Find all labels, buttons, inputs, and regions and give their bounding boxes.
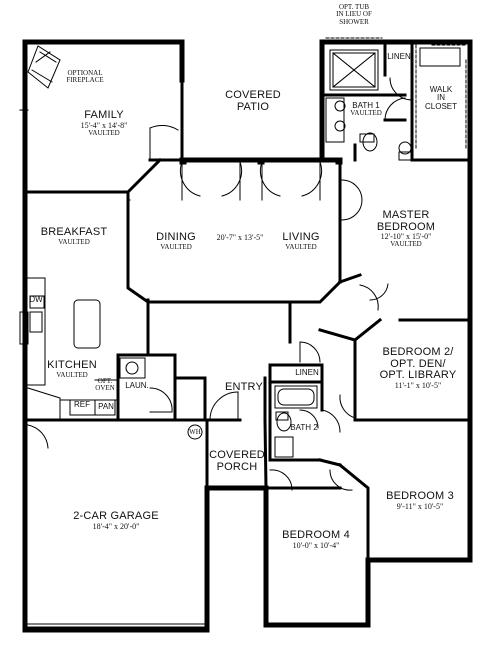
garage-dim: 18'-4" x 20'-0": [92, 521, 140, 531]
patio-line1: COVERED: [225, 89, 281, 101]
living-label: LIVING VAULTED: [282, 231, 320, 251]
bedroom4-name: BEDROOM 4: [282, 529, 350, 541]
linen-top-label: LINEN: [387, 52, 411, 61]
fireplace-line2: FIREPLACE: [66, 76, 104, 85]
opt-tub-line2: IN LIEU OF: [336, 10, 372, 19]
oven-line1: OPT.: [97, 377, 113, 385]
master-line1: MASTER: [382, 209, 430, 221]
porch-line2: PORCH: [216, 460, 258, 473]
porch-line1: COVERED: [209, 449, 265, 461]
kitchen-name: KITCHEN: [47, 359, 97, 371]
bedroom2-label: BEDROOM 2/ OPT. DEN/ OPT. LIBRARY 11'-1"…: [379, 346, 457, 390]
living-note: VAULTED: [285, 242, 317, 251]
bedroom2-line3: OPT. LIBRARY: [379, 369, 457, 382]
closet-line2: IN: [436, 93, 445, 103]
closet-line3: CLOSET: [424, 101, 458, 111]
family-dim: 15'-4" x 14'-8": [80, 120, 128, 130]
bedroom3-label: BEDROOM 3 9'-11" x 10'-5": [386, 490, 454, 511]
bath1-name: BATH 1: [352, 101, 380, 110]
breakfast-label: BREAKFAST VAULTED: [40, 226, 108, 246]
bedroom2-line1: BEDROOM 2/: [382, 346, 454, 358]
laundry-label: LAUN.: [125, 381, 149, 390]
bath1-note: VAULTED: [350, 109, 382, 118]
master-line2: BEDROOM: [376, 220, 436, 233]
garage-label: 2-CAR GARAGE 18'-4" x 20'-0": [73, 510, 159, 531]
oven-line2: OVEN: [95, 384, 115, 393]
bedroom2-dim: 11'-1" x 10'-5": [394, 380, 442, 390]
dining-label: DINING VAULTED: [156, 231, 196, 251]
fireplace-label: OPTIONAL FIREPLACE: [66, 69, 104, 85]
family-room-label: FAMILY 15'-4" x 14'-8" VAULTED: [80, 109, 128, 137]
bedroom3-name: BEDROOM 3: [386, 490, 454, 502]
breakfast-name: BREAKFAST: [40, 226, 108, 238]
bedroom3-dim: 9'-11" x 10'-5": [396, 501, 444, 511]
kitchen-label: KITCHEN VAULTED: [47, 359, 97, 379]
bedroom2-line2: OPT. DEN/: [390, 357, 446, 370]
master-note: VAULTED: [390, 240, 422, 249]
dining-living-dim: 20'-7" x 13'-5": [216, 233, 264, 242]
master-dim: 12'-10" x 15'-0": [380, 232, 432, 242]
kitchen-note: VAULTED: [56, 370, 88, 379]
dining-name: DINING: [156, 231, 196, 243]
opt-tub-line1: OPT. TUB: [338, 3, 370, 11]
family-name: FAMILY: [84, 109, 124, 121]
living-name: LIVING: [282, 231, 320, 243]
opt-tub-label: OPT. TUB IN LIEU OF SHOWER: [336, 3, 372, 26]
walk-in-closet-label: WALK IN CLOSET: [424, 85, 458, 111]
interior-walls: [23, 40, 472, 562]
linen-mid-label: LINEN: [295, 368, 319, 377]
fireplace-line1: OPTIONAL: [67, 69, 103, 77]
breakfast-note: VAULTED: [58, 237, 90, 246]
entry-label: ENTRY: [224, 381, 264, 393]
covered-porch-label: COVERED PORCH: [209, 449, 265, 473]
garage-name: 2-CAR GARAGE: [73, 510, 159, 522]
pan-label: PAN: [98, 402, 114, 411]
fixtures: [19, 37, 467, 628]
wh-label: WH: [189, 428, 201, 436]
ref-label: REF: [74, 400, 90, 409]
closet-line1: WALK: [429, 85, 453, 94]
opt-oven-label: OPT. OVEN: [95, 377, 115, 393]
patio-line2: PATIO: [236, 100, 270, 113]
family-note: VAULTED: [88, 128, 120, 137]
dw-label: DW: [29, 295, 43, 304]
opt-tub-line3: SHOWER: [339, 17, 369, 26]
bedroom4-dim: 10'-0" x 10'-4": [292, 540, 340, 550]
master-bedroom-label: MASTER BEDROOM 12'-10" x 15'-0" VAULTED: [376, 209, 436, 249]
bath1-label: BATH 1 VAULTED: [350, 101, 382, 118]
bedroom4-label: BEDROOM 4 10'-0" x 10'-4": [282, 529, 350, 550]
covered-patio-label: COVERED PATIO: [225, 89, 281, 113]
dining-note: VAULTED: [160, 242, 192, 251]
bath2-label: BATH 2: [290, 423, 318, 432]
